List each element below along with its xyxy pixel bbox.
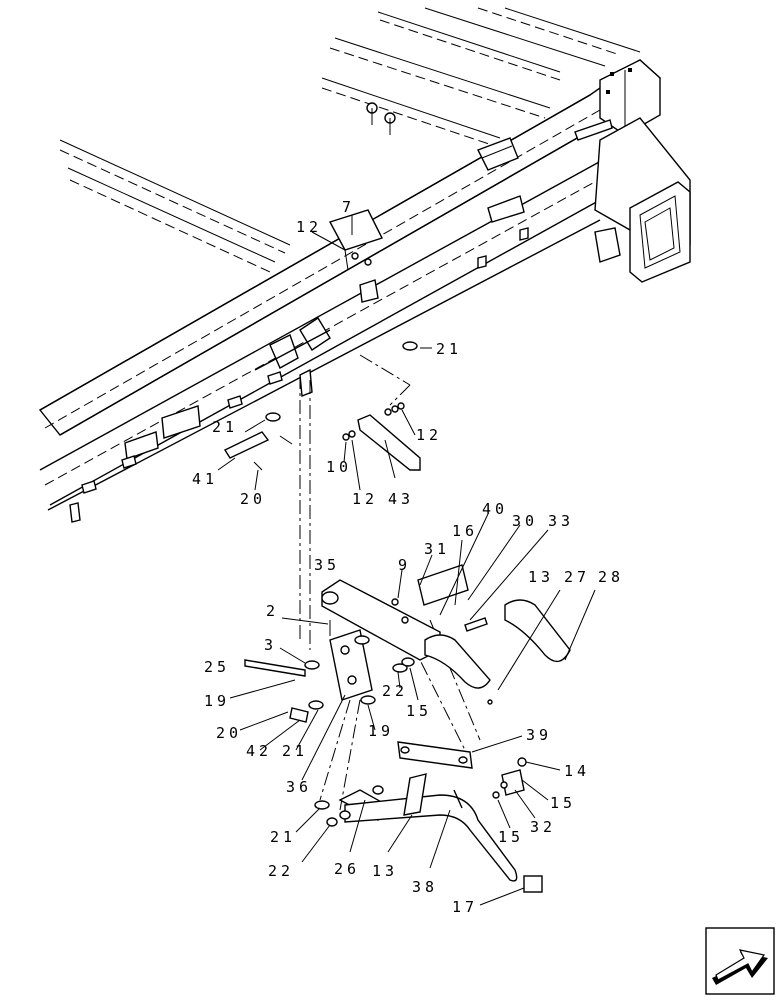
- callout-26: 26: [334, 860, 360, 878]
- callout-19: 19: [368, 722, 394, 740]
- callout-9: 9: [398, 556, 411, 574]
- callout-28: 28: [598, 568, 624, 586]
- next-page-arrow-icon[interactable]: [705, 927, 775, 995]
- callout-15: 15: [406, 702, 432, 720]
- callout-12: 12: [352, 490, 378, 508]
- callout-22: 22: [382, 682, 408, 700]
- callout-3: 3: [264, 636, 277, 654]
- callout-35: 35: [314, 556, 340, 574]
- frame-rails: [38, 7, 691, 523]
- callout-15: 15: [498, 828, 524, 846]
- callout-25: 25: [204, 658, 230, 676]
- leader-lines: [217, 215, 596, 906]
- callout-27: 27: [564, 568, 590, 586]
- callout-13: 13: [528, 568, 554, 586]
- callout-labels: 7 12 21 21 41 20 10 12 43 12 40 16 30 33…: [192, 198, 624, 916]
- callout-43: 43: [388, 490, 414, 508]
- callout-16: 16: [452, 522, 478, 540]
- callout-19: 19: [204, 692, 230, 710]
- callout-36: 36: [286, 778, 312, 796]
- callout-41: 41: [192, 470, 218, 488]
- assembly-guides: [299, 354, 481, 811]
- callout-7: 7: [342, 198, 355, 216]
- callout-40: 40: [482, 500, 508, 518]
- callout-21: 21: [212, 418, 238, 436]
- callout-32: 32: [530, 818, 556, 836]
- callout-14: 14: [564, 762, 590, 780]
- callout-42: 42: [246, 742, 272, 760]
- callout-17: 17: [452, 898, 478, 916]
- callout-20: 20: [240, 490, 266, 508]
- callout-21: 21: [270, 828, 296, 846]
- callout-38: 38: [412, 878, 438, 896]
- callout-12: 12: [296, 218, 322, 236]
- callout-31: 31: [424, 540, 450, 558]
- callout-21: 21: [282, 742, 308, 760]
- callout-2: 2: [266, 602, 279, 620]
- mid-assembly: [244, 564, 571, 723]
- callout-30: 30: [512, 512, 538, 530]
- callout-10: 10: [326, 458, 352, 476]
- callout-22: 22: [268, 862, 294, 880]
- upper-hardware: [223, 341, 421, 471]
- callout-33: 33: [548, 512, 574, 530]
- callout-39: 39: [526, 726, 552, 744]
- callout-21: 21: [436, 340, 462, 358]
- callout-20: 20: [216, 724, 242, 742]
- callout-15: 15: [550, 794, 576, 812]
- callout-12: 12: [416, 426, 442, 444]
- callout-13: 13: [372, 862, 398, 880]
